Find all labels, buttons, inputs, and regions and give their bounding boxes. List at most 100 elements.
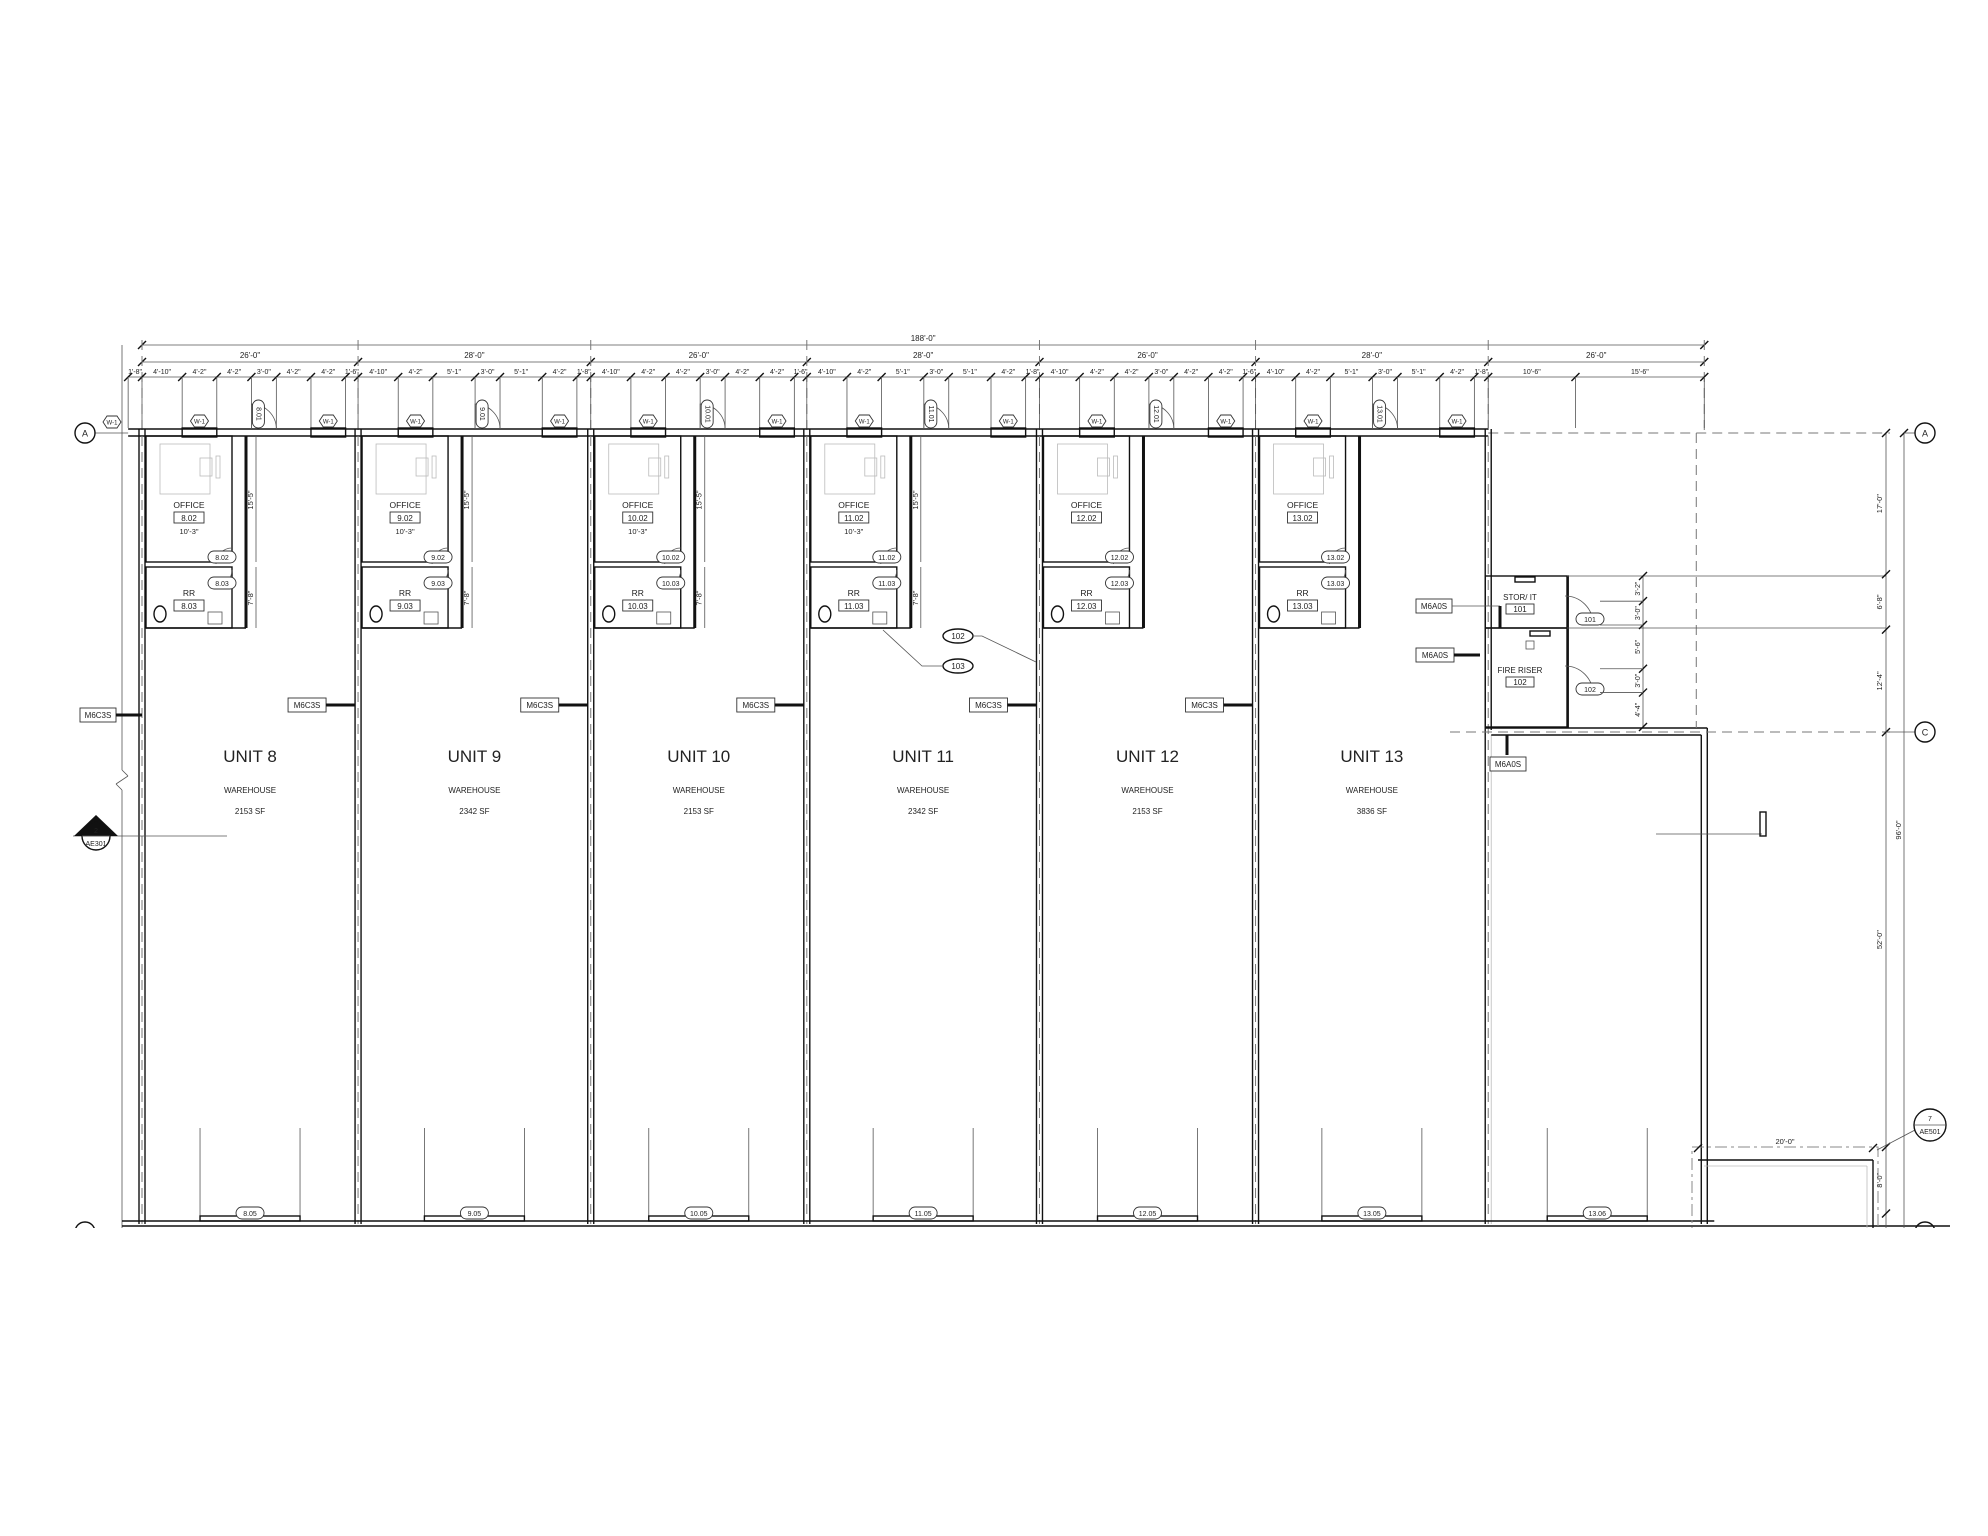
file-cabinet-icon <box>664 455 670 479</box>
dimension-tick <box>1638 722 1648 732</box>
door-tag-entry-shape <box>475 399 489 429</box>
restroom-number: 11.03 <box>844 602 864 611</box>
office-number-box <box>173 511 205 524</box>
door-tag-shape <box>1575 682 1605 696</box>
office-label: OFFICE <box>1071 500 1102 510</box>
door-tag-office: 10.02 <box>662 555 680 562</box>
dimension-segment: 4'-10" <box>369 369 387 376</box>
restroom-number: 9.03 <box>397 602 413 611</box>
wall-type-tag: M6A0S <box>1495 760 1521 769</box>
dimension-segment: 4'-2" <box>1450 369 1464 376</box>
unit-name: UNIT 13 <box>1340 747 1403 766</box>
riser-dimension: 4'-4" <box>1635 702 1642 716</box>
file-cabinet-icon <box>880 455 886 479</box>
door-tag-overhead: 8.05 <box>243 1211 257 1218</box>
detail-marker-sheet: AE501 <box>1919 1129 1940 1136</box>
entry-door-swing <box>1148 403 1175 430</box>
restroom-depth-dimension: 7'-8" <box>911 590 920 605</box>
office-furniture-outline <box>375 443 427 495</box>
door-tag-restroom-shape <box>423 576 453 590</box>
office-furniture-outline <box>1057 443 1108 495</box>
dimension-tick <box>1638 571 1648 581</box>
overall-depth-dimension: 96'-0" <box>1894 820 1903 839</box>
door-tag-overhead-shape <box>908 1206 938 1220</box>
door-tag-restroom: 8.03 <box>215 581 229 588</box>
dimension-segment: 5'-1" <box>896 369 910 376</box>
callout-number: 103 <box>951 662 965 671</box>
restroom-label: RR <box>1080 588 1092 598</box>
office-depth-dimension: 15'-5" <box>246 490 255 509</box>
office-number: 8.02 <box>181 514 197 523</box>
door-tag-entry: 12.01 <box>1152 405 1159 423</box>
dimension-segment: 3'-0" <box>929 369 943 376</box>
dimension-segment: 4'-2" <box>1125 369 1139 376</box>
sink-icon <box>872 611 888 625</box>
window-tag-hexagon <box>189 414 210 428</box>
window-tag: W-1 <box>1452 420 1464 426</box>
riser-dimension: 3'-0" <box>1635 606 1642 620</box>
sink-icon <box>1321 611 1336 625</box>
unit-area: 2342 SF <box>908 807 938 816</box>
dimension-segment: 4'-2" <box>227 369 241 376</box>
dimension-segment: 3'-0" <box>257 369 271 376</box>
entry-door-swing <box>1372 403 1398 430</box>
office-room <box>1042 435 1131 563</box>
door-tag-shape <box>1575 612 1605 626</box>
door-tag-restroom-shape <box>1321 576 1350 590</box>
door-tag-entry-shape <box>1149 399 1163 429</box>
window-tag-hexagon <box>550 414 570 428</box>
door-tag-office-shape <box>207 550 237 564</box>
riser-dimension: 3'-2" <box>1635 581 1642 595</box>
dimension-segment: 5'-1" <box>1412 369 1426 376</box>
dimension-segment: 5'-1" <box>514 369 528 376</box>
restroom-label: RR <box>632 588 644 598</box>
window-tag: W-1 <box>1308 420 1320 426</box>
office-room <box>145 435 233 563</box>
toilet-icon <box>369 605 383 623</box>
restroom-number-box <box>622 599 654 612</box>
window-tag-hexagon <box>102 415 122 429</box>
window-tag-hexagon <box>1447 414 1467 428</box>
stor-it-room <box>1484 575 1569 629</box>
door-tag-overhead-shape <box>235 1206 265 1220</box>
door-tag-restroom: 11.03 <box>878 581 895 588</box>
dimension-segment: 1'-6" <box>1242 369 1256 376</box>
dimension-segment: 4'-2" <box>321 369 335 376</box>
wall-type-tag: M6C3S <box>975 701 1002 710</box>
grid-bubble-c-right: C <box>1922 728 1929 738</box>
sink-icon <box>656 611 672 625</box>
detail-leader <box>1876 1129 1916 1151</box>
office-room <box>1258 435 1347 563</box>
toilet-icon <box>153 605 167 623</box>
door-tag-entry-shape <box>700 399 714 429</box>
break-line <box>121 769 129 777</box>
window-tag-hexagon <box>998 414 1018 428</box>
door-tag-overhead-shape <box>1582 1206 1612 1220</box>
dimension-segment: 1'-8" <box>1474 369 1488 376</box>
restroom-label: RR <box>848 588 860 598</box>
equipment-panel <box>1514 576 1536 583</box>
door-tag-entry: 9.01 <box>478 407 485 421</box>
dimension-tick <box>1881 625 1891 635</box>
grid-bubble-f <box>75 1221 95 1228</box>
dimension-segment: 4'-2" <box>1184 369 1198 376</box>
detail-marker-number: 7 <box>1928 1116 1932 1123</box>
door-tag-overhead-shape <box>1357 1206 1387 1220</box>
dimension-segment: 3'-0" <box>1154 369 1168 376</box>
office-width-dimension: 10'-3" <box>179 527 198 536</box>
entry-door-swing <box>251 403 277 430</box>
office-number: 11.02 <box>844 514 864 523</box>
office-number: 9.02 <box>397 514 413 523</box>
file-cabinet-icon <box>1113 455 1118 479</box>
dimension-segment: 4'-10" <box>602 369 620 376</box>
office-number-box <box>1287 511 1318 524</box>
desk-icon <box>415 457 429 477</box>
dimension-segment: 3'-0" <box>1378 369 1392 376</box>
detail-marker-circle <box>1913 1108 1947 1142</box>
window-tag: W-1 <box>772 420 784 426</box>
toilet-icon <box>1050 605 1065 623</box>
door-tag-office: 12.02 <box>1111 555 1129 562</box>
sink-icon <box>207 611 223 625</box>
window-tag: W-1 <box>323 420 335 426</box>
restroom-number-box <box>389 599 421 612</box>
